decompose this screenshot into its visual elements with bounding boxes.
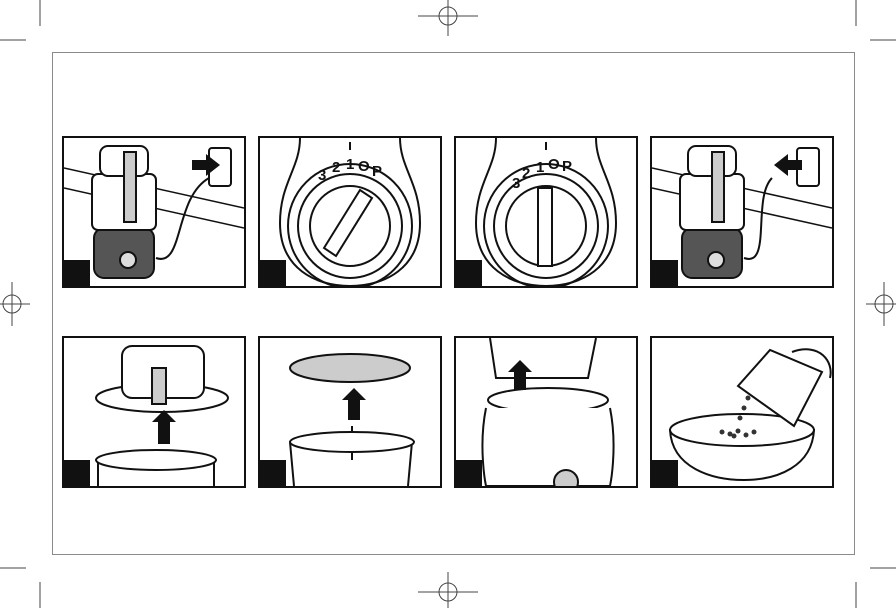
panel-unplug: [650, 136, 834, 288]
pouring-hand: [791, 348, 832, 379]
control-dial: [707, 251, 725, 269]
step-marker: [456, 460, 482, 486]
plug-in-arrow: [192, 154, 220, 176]
panel-plug-in: [62, 136, 246, 288]
svg-text:2: 2: [332, 159, 340, 176]
svg-text:3: 3: [512, 175, 520, 192]
svg-text:O: O: [358, 158, 370, 175]
work-bowl-tilted: [736, 348, 824, 428]
step-marker: [652, 460, 678, 486]
plug-in-illustration: [64, 145, 244, 279]
dial-speed-illustration: 3 2 1 O P: [278, 138, 422, 286]
lift-arrow: [342, 388, 366, 420]
registration-mark-right: [866, 282, 896, 326]
lift-lid-illustration: [95, 345, 229, 486]
bowl-rim: [95, 449, 217, 471]
page-frame: [52, 52, 855, 555]
svg-text:2: 2: [522, 165, 530, 182]
power-cord: [743, 177, 773, 260]
svg-text:3: 3: [318, 167, 326, 184]
panel-dial-speed: 3 2 1 O P: [258, 136, 442, 288]
registration-mark-left: [0, 282, 30, 326]
panel-pour: [650, 336, 834, 488]
svg-text:P: P: [372, 163, 382, 180]
step-marker: [64, 460, 90, 486]
svg-text:O: O: [548, 156, 560, 173]
work-bowl: [489, 338, 597, 379]
unplug-arrow: [774, 154, 802, 176]
motor-base: [481, 407, 615, 486]
lift-arrow: [508, 360, 532, 390]
power-cord: [155, 177, 210, 260]
shredded-food: [719, 395, 757, 439]
panel-lift-lid: [62, 336, 246, 488]
lift-bowl-illustration: [481, 338, 615, 486]
registration-mark-top: [418, 0, 478, 36]
step-marker: [260, 460, 286, 486]
step-marker: [456, 260, 482, 286]
svg-text:1: 1: [346, 156, 354, 173]
step-marker: [260, 260, 286, 286]
svg-text:1: 1: [536, 159, 544, 176]
control-dial: [553, 469, 579, 486]
bowl-rim: [669, 413, 815, 447]
panel-lift-disc: [258, 336, 442, 488]
dial-knob-grip: [322, 188, 374, 258]
bowl-handle: [123, 151, 137, 223]
bowl-rim: [289, 431, 415, 453]
svg-text:P: P: [562, 158, 572, 175]
bowl-handle: [711, 151, 725, 223]
step-marker: [652, 260, 678, 286]
control-dial: [119, 251, 137, 269]
lid-latch: [151, 367, 167, 405]
lift-arrow: [152, 410, 176, 444]
pour-illustration: [668, 348, 832, 482]
unplug-illustration: [652, 145, 832, 279]
step-marker: [64, 260, 90, 286]
dial-off-illustration: 3 2 1 O P: [474, 138, 618, 286]
dial-knob-grip: [537, 187, 553, 267]
registration-mark-bottom: [418, 572, 478, 608]
panel-dial-off: 3 2 1 O P: [454, 136, 638, 288]
lift-disc-illustration: [289, 353, 415, 486]
shredding-disc: [289, 353, 411, 383]
panel-lift-bowl: [454, 336, 638, 488]
